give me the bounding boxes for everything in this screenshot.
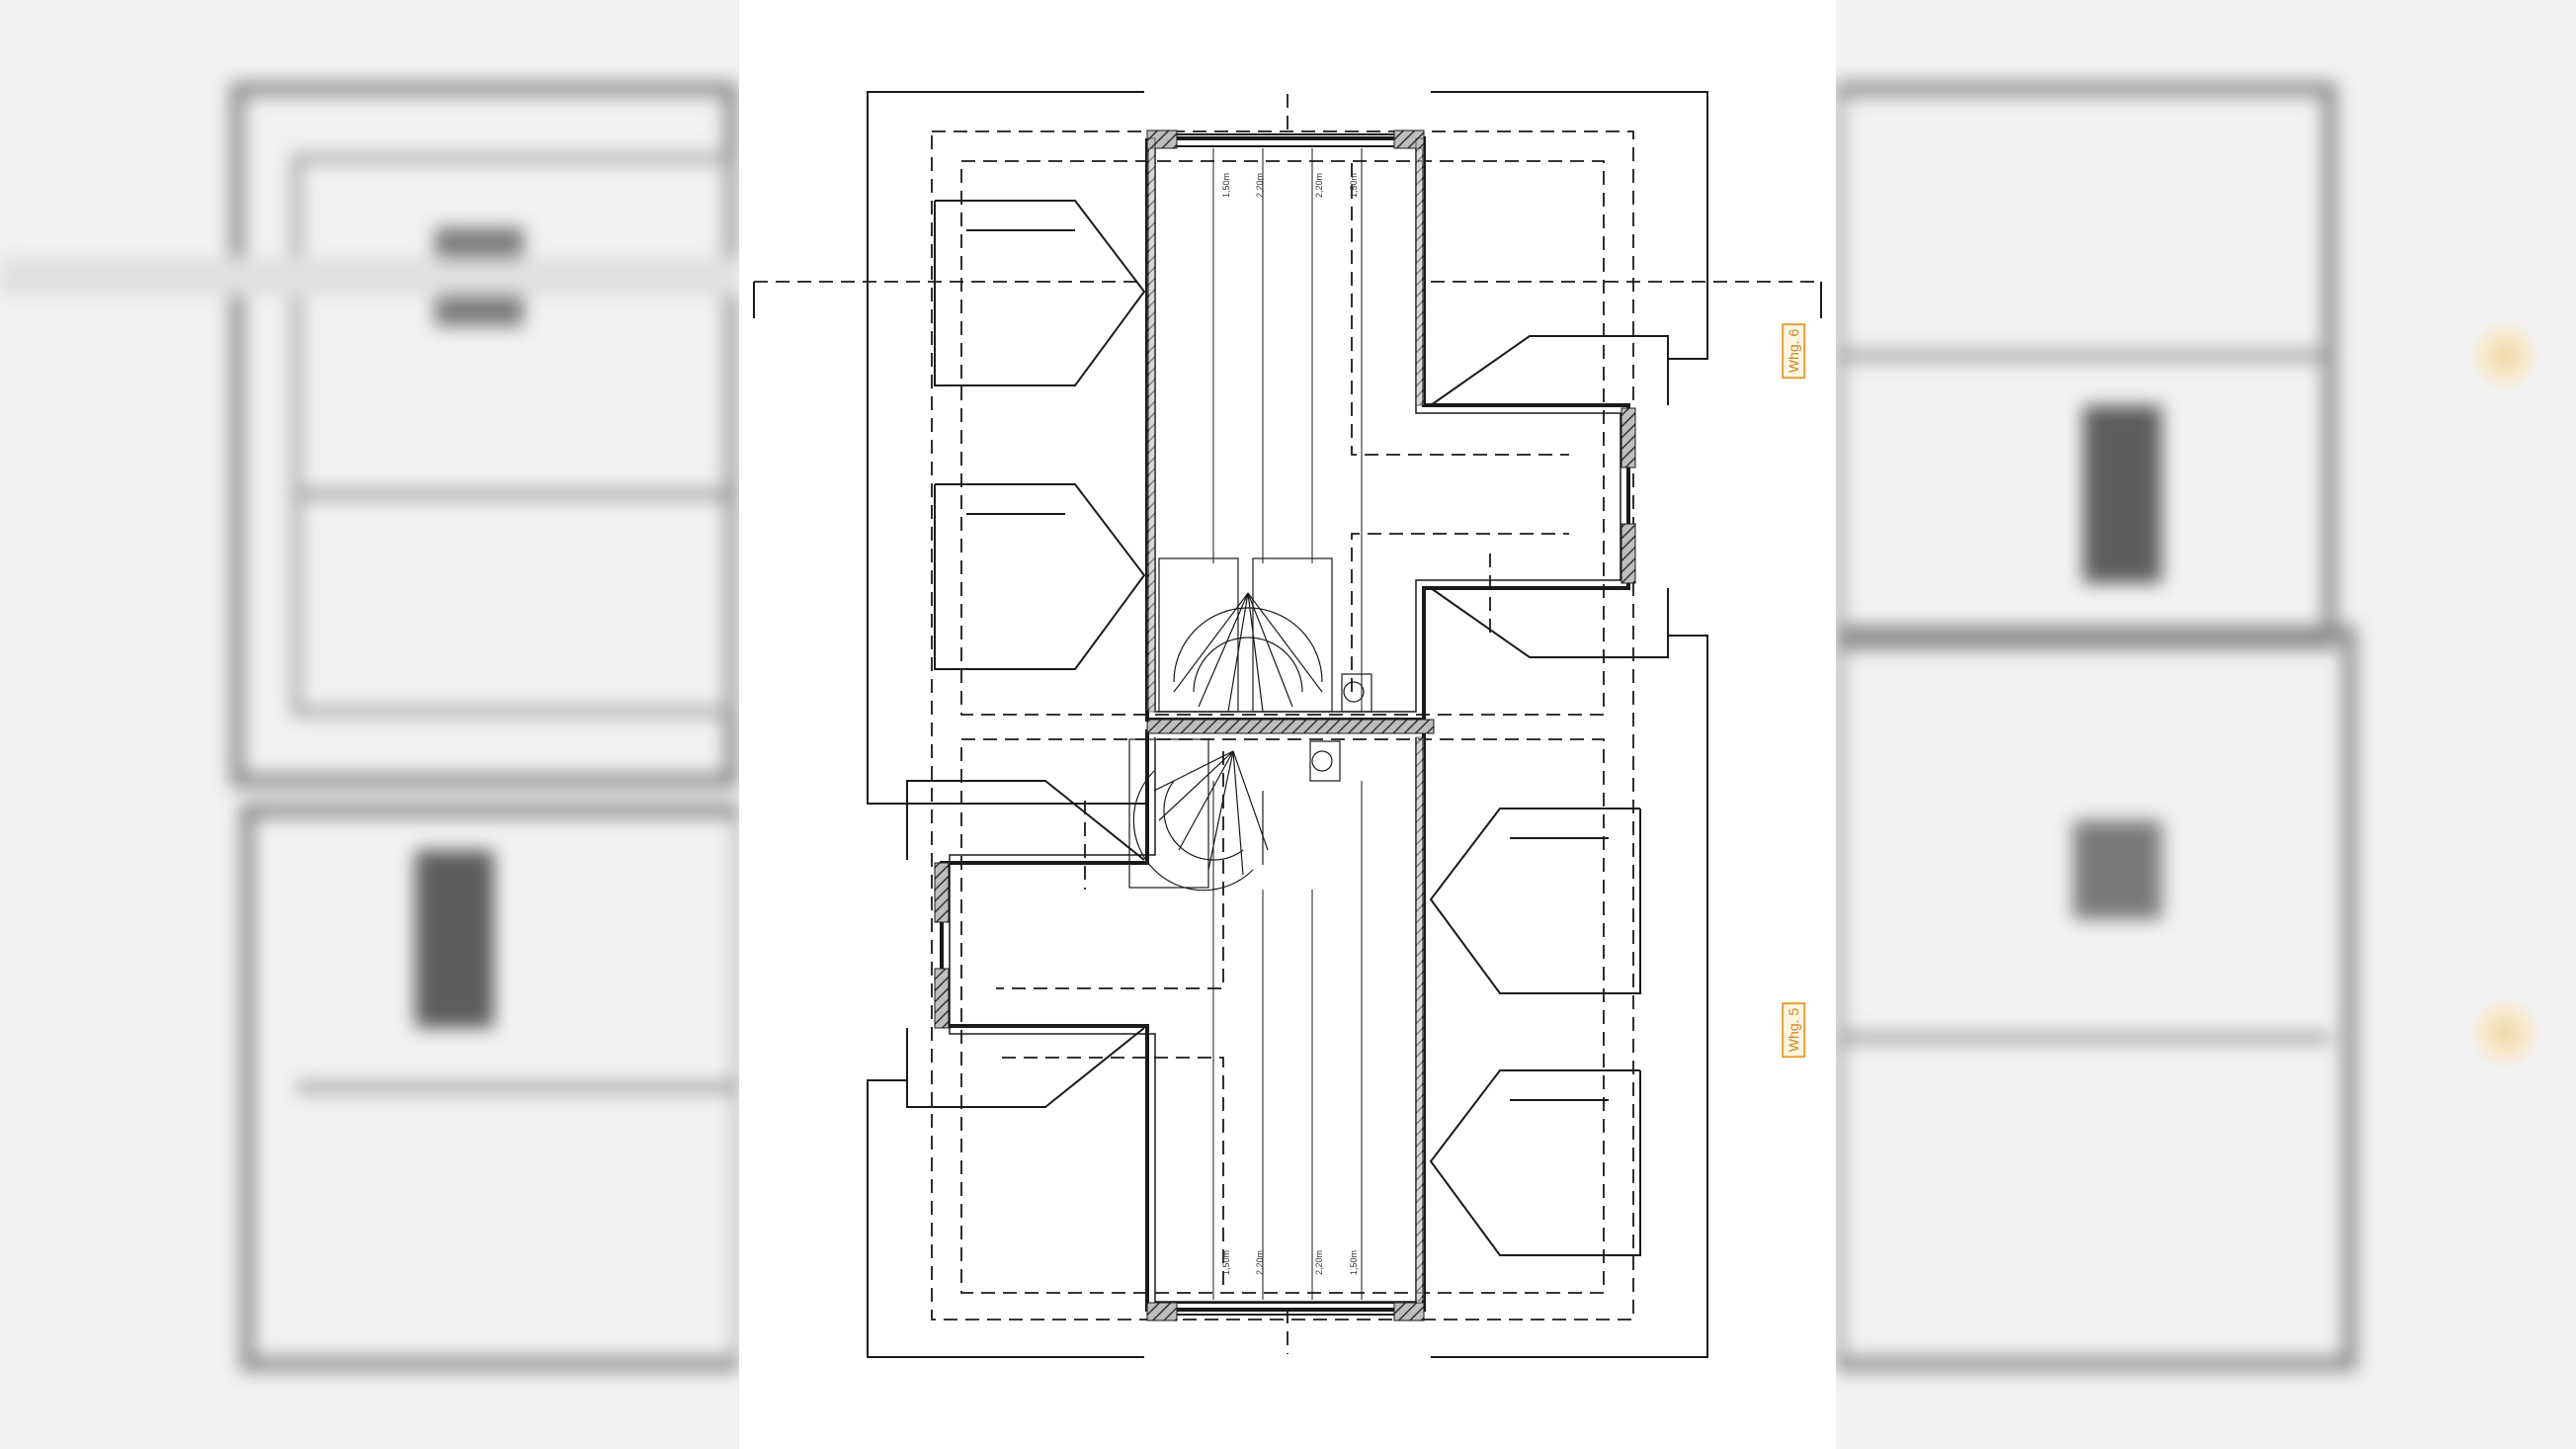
wall-lower-main [940, 729, 1426, 1312]
dormer-upper-left-2 [934, 483, 1146, 670]
unit-label-whg-5[interactable]: Whg. 5 [1782, 1001, 1806, 1059]
wall-upper-main [1145, 136, 1630, 722]
blurred-background-left [0, 0, 739, 1449]
gable-upper-right [1430, 335, 1669, 406]
dimension-labels-upper: 1,50m 2,20m 2,20m 1,50m [1221, 173, 1359, 198]
eave-line-inner-upper [960, 160, 1605, 716]
dim-lower-4: 1,50m [1349, 1250, 1359, 1275]
blurred-plan-left [0, 82, 739, 1371]
dim-upper-4: 1,50m [1349, 173, 1359, 198]
dim-lower-3: 2,20m [1314, 1250, 1324, 1275]
unit-label-whg-6[interactable]: Whg. 6 [1782, 322, 1806, 380]
dim-lower-2: 2,20m [1255, 1250, 1265, 1275]
dim-upper-3: 2,20m [1314, 173, 1324, 198]
eave-line-inner-lower [960, 738, 1605, 1294]
roof-outline-lower-left [867, 1079, 1144, 1358]
roof-outline-upper-left [867, 91, 1146, 805]
dim-upper-2: 2,20m [1255, 173, 1265, 198]
dim-lower-1: 1,50m [1221, 1250, 1231, 1275]
spiral-stair-upper [1158, 557, 1372, 713]
blurred-background-right [1836, 0, 2576, 1449]
spiral-stair-lower [1128, 738, 1341, 892]
dimension-labels-lower: 1,50m 2,20m 2,20m 1,50m [1221, 1250, 1359, 1275]
highlight-glow-upper [2470, 321, 2539, 390]
dormer-upper-left-1 [934, 200, 1146, 386]
blurred-plan-right [1836, 82, 2357, 1371]
floor-plan-sheet: 1,50m 2,20m 2,20m 1,50m 1,50m 2,20m 2,20… [739, 0, 1836, 1449]
roof-outline-lower-right [1431, 635, 1708, 1358]
highlight-glow-lower [2470, 998, 2539, 1067]
dormer-lower-right-2 [1429, 1069, 1641, 1256]
floor-plan-drawing: 1,50m 2,20m 2,20m 1,50m 1,50m 2,20m 2,20… [753, 91, 1822, 1358]
roof-outline-upper-right [1431, 91, 1708, 360]
dim-upper-1: 1,50m [1221, 173, 1231, 198]
dormer-lower-right-1 [1429, 808, 1641, 994]
eave-line-outer [931, 130, 1634, 1321]
gable-lower-left [906, 780, 1145, 861]
hatched-walls [934, 129, 1636, 1321]
